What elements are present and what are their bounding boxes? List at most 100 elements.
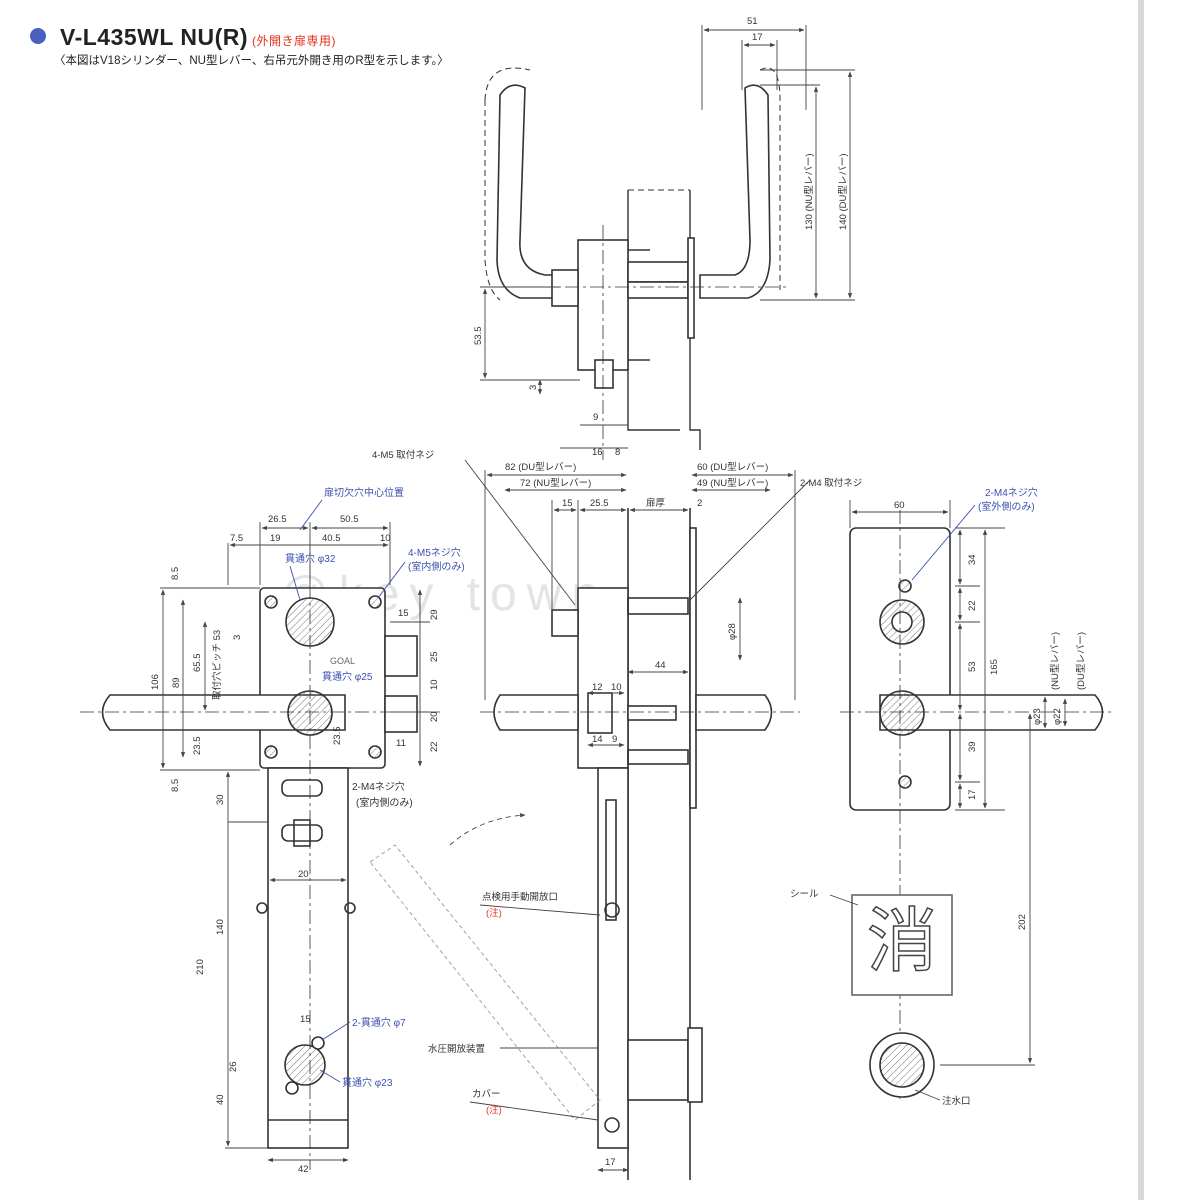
- brand-mark: GOAL: [330, 656, 355, 666]
- label-indoor-only-2: (室内側のみ): [356, 796, 413, 809]
- label-2m4-screw: 2-M4 取付ネジ: [800, 478, 862, 489]
- label-through-hole-7: 2-貫通穴 φ7: [352, 1016, 406, 1029]
- label-water-inlet: 注水口: [942, 1095, 971, 1107]
- front-view-dims: [160, 522, 430, 1163]
- label-nu-lever: (NU型レバー): [1050, 632, 1061, 690]
- dim-53-5: 53.5: [473, 327, 484, 346]
- label-indoor-only: (室内側のみ): [408, 560, 465, 573]
- dim-10-latch: 10: [429, 679, 440, 690]
- dim-15-latch: 15: [398, 608, 409, 619]
- top-view-texts: 51 17 130 (NU型レバー) 140 (DU型レバー) 53.5 3 9…: [473, 16, 849, 458]
- label-m5-tap: 4-M5ネジ穴: [408, 546, 461, 559]
- dim-3: 3: [528, 385, 539, 390]
- label-seal: シール: [790, 889, 819, 900]
- dim-17-side: 17: [605, 1157, 616, 1168]
- dim-phi-22: φ22: [1052, 708, 1063, 725]
- dim-14: 14: [592, 734, 603, 745]
- dim-15-side: 15: [562, 498, 573, 509]
- dim-26-5: 26.5: [268, 514, 287, 525]
- label-4m5-screw: 4-M5 取付ネジ: [372, 450, 434, 461]
- dim-25: 25: [429, 651, 440, 662]
- dim-12: 12: [592, 682, 603, 693]
- outdoor-view: [840, 510, 1115, 1100]
- label-cover: カバー: [472, 1089, 501, 1100]
- pitch-label: 取付穴ピッチ 53: [211, 630, 223, 700]
- dim-53-out: 53: [967, 661, 978, 672]
- dim-22-out: 22: [967, 600, 978, 611]
- dim-72-nu: 72 (NU型レバー): [520, 478, 591, 489]
- dim-17: 17: [752, 32, 763, 43]
- dim-65-5: 65.5: [192, 654, 203, 673]
- dim-9: 9: [593, 412, 598, 423]
- label-water-release: 水圧開放装置: [428, 1043, 485, 1055]
- dim-140-front: 140: [215, 919, 226, 935]
- dim-202: 202: [1017, 914, 1028, 930]
- front-view: [80, 560, 440, 1170]
- top-view-dims: [480, 25, 855, 449]
- note-cover: (注): [486, 1104, 502, 1116]
- label-outdoor-only: (室外側のみ): [978, 500, 1035, 513]
- dim-82-du: 82 (DU型レバー): [505, 462, 576, 473]
- dim-23-5-inner: 23.5: [332, 727, 343, 746]
- dim-15-front: 15: [300, 1014, 311, 1025]
- front-leaders: [289, 499, 406, 1083]
- dim-16: 16: [592, 447, 603, 458]
- dim-29: 29: [429, 609, 440, 620]
- dim-106: 106: [150, 674, 161, 690]
- dim-130-nu: 130 (NU型レバー): [804, 153, 815, 230]
- dim-7-5: 7.5: [230, 533, 243, 544]
- dim-60-du: 60 (DU型レバー): [697, 462, 768, 473]
- top-view: [484, 67, 790, 460]
- dim-44: 44: [655, 660, 666, 671]
- dim-60: 60: [894, 500, 905, 511]
- side-view-texts: 4-M5 取付ネジ 82 (DU型レバー) 72 (NU型レバー) 60 (DU…: [372, 450, 862, 1168]
- dim-10: 10: [380, 533, 391, 544]
- side-view-dims: [369, 459, 811, 1173]
- dim-39: 39: [967, 741, 978, 752]
- dim-10-side: 10: [611, 682, 622, 693]
- front-view-texts: 26.5 50.5 7.5 19 40.5 10 8.5 106 89 65.5…: [150, 514, 440, 1175]
- label-inspection-port: 点検用手動開放口: [482, 891, 558, 903]
- dim-34: 34: [967, 554, 978, 565]
- dim-3-front: 3: [232, 635, 243, 640]
- dim-30: 30: [215, 794, 226, 805]
- outdoor-callouts: 2-M4ネジ穴 (室外側のみ): [978, 486, 1038, 513]
- dim-49-nu: 49 (NU型レバー): [697, 478, 768, 489]
- dim-40-front: 40: [215, 1094, 226, 1105]
- side-view: [480, 508, 800, 1180]
- dim-20-latch: 20: [429, 711, 440, 722]
- label-through-hole-32: 貫通穴 φ32: [285, 552, 336, 565]
- dim-8: 8: [615, 447, 620, 458]
- dim-26: 26: [228, 1061, 239, 1072]
- door-thickness: 扉厚: [646, 497, 666, 509]
- seal-char: 消: [867, 902, 937, 980]
- outdoor-view-texts: 60 34 22 53 165 39 17 φ23 φ22 (NU型レバー) (…: [790, 500, 1087, 1107]
- dim-22-latch: 22: [429, 741, 440, 752]
- front-brand: GOAL: [330, 656, 355, 666]
- label-du-lever: (DU型レバー): [1076, 632, 1087, 690]
- label-m4-tap-2: 2-M4ネジ穴: [352, 780, 405, 793]
- title-bullet-icon: [30, 28, 46, 44]
- dim-17-out: 17: [967, 789, 978, 800]
- dim-20-front: 20: [298, 869, 309, 880]
- subtitle: 〈本図はV18シリンダー、NU型レバー、右吊元外開き用のR型を示します。〉: [54, 55, 449, 67]
- dim-2: 2: [697, 498, 702, 509]
- dim-25-5: 25.5: [590, 498, 609, 509]
- label-cutout-center: 扉切欠穴中心位置: [324, 486, 404, 499]
- title-note: (外開き扉専用): [252, 34, 337, 48]
- front-callouts: 扉切欠穴中心位置 貫通穴 φ32 4-M5ネジ穴 (室内側のみ) 貫通穴 φ25…: [285, 486, 465, 1089]
- dim-165: 165: [989, 659, 1000, 675]
- dim-50-5: 50.5: [340, 514, 359, 525]
- dim-11: 11: [396, 738, 406, 749]
- outdoor-view-dims: [829, 500, 1068, 1101]
- dim-42: 42: [298, 1164, 309, 1175]
- note-inspection: (注): [486, 907, 502, 919]
- dim-40-5: 40.5: [322, 533, 341, 544]
- dim-89: 89: [171, 677, 182, 688]
- dim-19: 19: [270, 533, 281, 544]
- dim-9-side: 9: [612, 734, 617, 745]
- dim-8-5-top: 8.5: [170, 567, 181, 580]
- label-through-hole-25: 貫通穴 φ25: [322, 670, 373, 683]
